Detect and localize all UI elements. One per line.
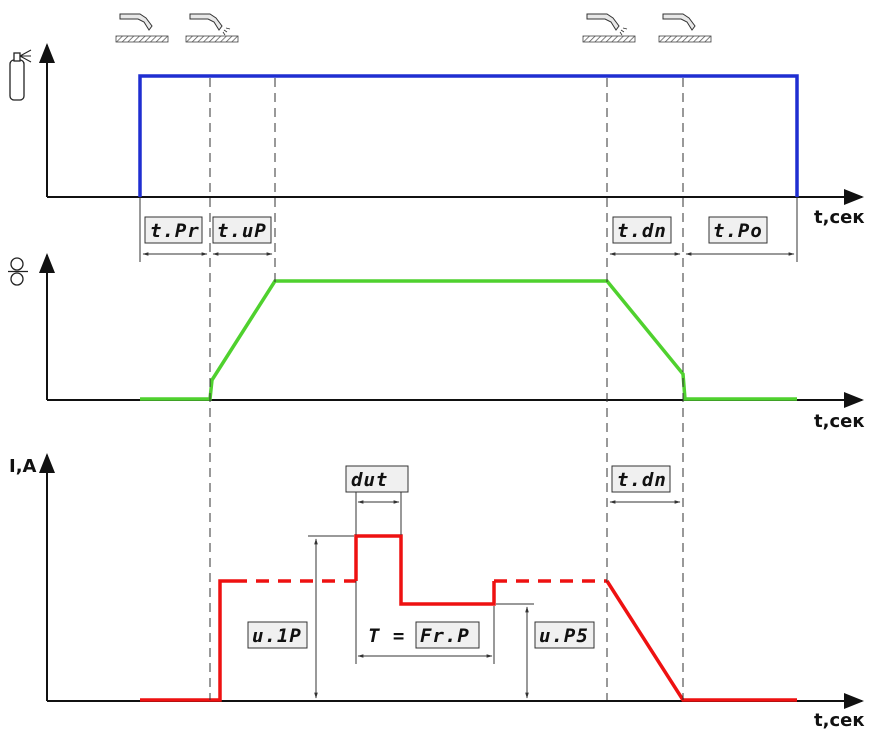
param-box-t-dn-top: t.dn — [612, 216, 672, 244]
torch-icon — [582, 13, 636, 43]
svg-text:dut: dut — [351, 469, 388, 491]
wire-feed-icon — [8, 257, 28, 286]
torch-icon — [185, 13, 239, 43]
svg-text:Fr.P: Fr.P — [420, 625, 470, 647]
current-y-axis-label: I,A — [9, 456, 37, 477]
timing-dimensions-bottom — [308, 485, 681, 699]
param-box-t-dn-bottom: t.dn — [611, 465, 671, 493]
torch-icon — [115, 13, 169, 43]
timing-dimensions-top — [139, 197, 798, 262]
gas-curve — [138, 74, 799, 197]
gas-cylinder-icon — [9, 49, 32, 101]
param-box-u-1p: u.1P — [247, 621, 308, 649]
param-box-t-pr: t.Pr — [144, 216, 203, 244]
current-curve — [140, 534, 797, 702]
svg-text:u.1P: u.1P — [252, 625, 302, 647]
param-box-t-up: t.uP — [212, 216, 272, 244]
param-box-period: T = Fr.P — [368, 621, 480, 649]
svg-text:u.P5: u.P5 — [539, 625, 589, 647]
svg-text:t.Pr: t.Pr — [150, 220, 200, 242]
svg-text:t.Po: t.Po — [713, 220, 763, 242]
guide-lines — [209, 78, 684, 700]
svg-text:t.dn: t.dn — [617, 469, 667, 491]
param-box-u-ps: u.P5 — [534, 621, 595, 649]
param-box-t-po: t.Po — [708, 216, 768, 244]
current-x-axis-label: t,сек — [814, 710, 865, 731]
svg-text:T =: T = — [368, 625, 405, 647]
gas-x-axis-label: t,сек — [814, 207, 865, 228]
param-box-dut: dut — [345, 465, 409, 493]
svg-text:t.uP: t.uP — [217, 220, 267, 242]
torch-icon — [658, 13, 712, 43]
wire-x-axis-label: t,сек — [814, 411, 865, 432]
svg-text:t.dn: t.dn — [617, 220, 667, 242]
wire-curve — [140, 279, 797, 401]
